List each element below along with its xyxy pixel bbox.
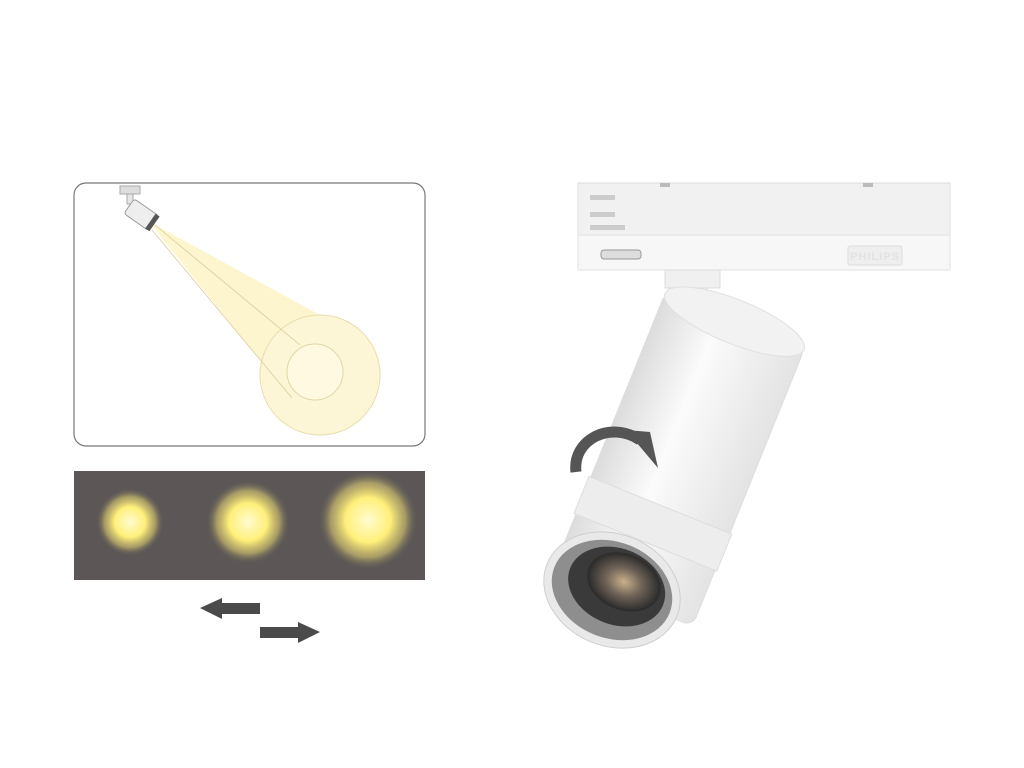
spot-medium xyxy=(206,480,290,564)
beam-spot-strip xyxy=(74,470,425,580)
zoom-adjust-arrows xyxy=(200,598,320,643)
arrow-left-icon xyxy=(200,598,260,619)
spot-narrow xyxy=(96,488,164,556)
rotate-arrow-icon xyxy=(570,426,658,473)
light-cone xyxy=(150,222,381,436)
spotlight-body xyxy=(543,286,806,649)
philips-logo: PHILIPS xyxy=(850,251,900,263)
mini-spotlight-icon xyxy=(119,185,160,232)
spot-wide xyxy=(318,470,418,570)
beam-angle-panel xyxy=(73,182,426,447)
arrow-right-icon xyxy=(260,622,320,643)
